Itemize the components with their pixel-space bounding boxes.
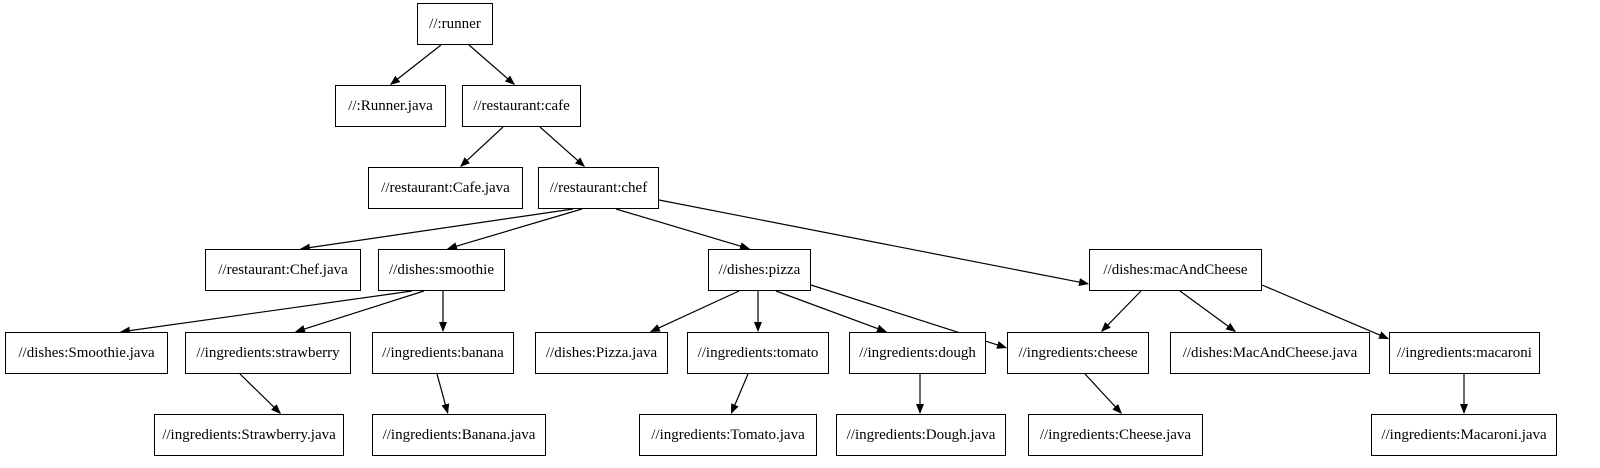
- graph-node-strawberry-java[interactable]: //ingredients:Strawberry.java: [154, 414, 344, 456]
- graph-node-label: //ingredients:Macaroni.java: [1381, 426, 1547, 443]
- graph-node-label: //ingredients:Tomato.java: [651, 426, 805, 443]
- graph-node-ing-dough[interactable]: //ingredients:dough: [849, 332, 986, 374]
- graph-node-label: //ingredients:cheese: [1018, 344, 1138, 361]
- graph-node-cafe-java[interactable]: //restaurant:Cafe.java: [368, 167, 523, 209]
- graph-node-label: //dishes:MacAndCheese.java: [1182, 344, 1358, 361]
- graph-node-ing-banana[interactable]: //ingredients:banana: [372, 332, 514, 374]
- graph-node-dishes-pizza[interactable]: //dishes:pizza: [708, 249, 811, 291]
- graph-node-macaroni-java[interactable]: //ingredients:Macaroni.java: [1371, 414, 1557, 456]
- graph-node-runner[interactable]: //:runner: [417, 3, 493, 45]
- graph-node-label: //:Runner.java: [348, 97, 433, 114]
- graph-node-smoothie-java[interactable]: //dishes:Smoothie.java: [5, 332, 168, 374]
- graph-node-label: //ingredients:Banana.java: [382, 426, 536, 443]
- graph-node-label: //ingredients:tomato: [697, 344, 819, 361]
- graph-node-dough-java[interactable]: //ingredients:Dough.java: [836, 414, 1006, 456]
- graph-node-label: //ingredients:Dough.java: [846, 426, 996, 443]
- graph-node-ing-strawberry[interactable]: //ingredients:strawberry: [185, 332, 351, 374]
- graph-node-banana-java[interactable]: //ingredients:Banana.java: [372, 414, 546, 456]
- graph-node-label: //dishes:Pizza.java: [545, 344, 658, 361]
- graph-node-dishes-smoothie[interactable]: //dishes:smoothie: [378, 249, 505, 291]
- graph-node-label: //ingredients:strawberry: [196, 344, 340, 361]
- graph-node-restaurant-cafe[interactable]: //restaurant:cafe: [462, 85, 581, 127]
- graph-node-label: //dishes:pizza: [718, 261, 801, 278]
- graph-node-chef-java[interactable]: //restaurant:Chef.java: [205, 249, 361, 291]
- graph-node-label: //restaurant:Chef.java: [218, 261, 348, 278]
- graph-node-label: //ingredients:dough: [859, 344, 976, 361]
- graph-node-label: //restaurant:chef: [549, 179, 648, 196]
- graph-node-ing-cheese[interactable]: //ingredients:cheese: [1007, 332, 1149, 374]
- graph-node-label: //:runner: [429, 15, 481, 32]
- graph-node-label: //ingredients:macaroni: [1397, 344, 1532, 361]
- graph-node-label: //dishes:smoothie: [389, 261, 494, 278]
- graph-node-dishes-macandcheese[interactable]: //dishes:macAndCheese: [1089, 249, 1262, 291]
- graph-node-tomato-java[interactable]: //ingredients:Tomato.java: [639, 414, 817, 456]
- graph-node-label: //restaurant:Cafe.java: [381, 179, 510, 196]
- graph-node-label: //restaurant:cafe: [473, 97, 570, 114]
- graph-node-macandcheese-java[interactable]: //dishes:MacAndCheese.java: [1170, 332, 1370, 374]
- graph-node-label: //ingredients:banana: [382, 344, 504, 361]
- graph-node-ing-macaroni[interactable]: //ingredients:macaroni: [1389, 332, 1540, 374]
- graph-node-restaurant-chef[interactable]: //restaurant:chef: [538, 167, 659, 209]
- graph-node-label: //dishes:Smoothie.java: [18, 344, 155, 361]
- graph-node-label: //ingredients:Strawberry.java: [162, 426, 336, 443]
- graph-node-label: //ingredients:Cheese.java: [1039, 426, 1192, 443]
- graph-node-pizza-java[interactable]: //dishes:Pizza.java: [535, 332, 668, 374]
- graph-node-ing-tomato[interactable]: //ingredients:tomato: [687, 332, 829, 374]
- graph-node-runner-java[interactable]: //:Runner.java: [335, 85, 446, 127]
- graph-node-label: //dishes:macAndCheese: [1103, 261, 1248, 278]
- graph-node-cheese-java[interactable]: //ingredients:Cheese.java: [1028, 414, 1203, 456]
